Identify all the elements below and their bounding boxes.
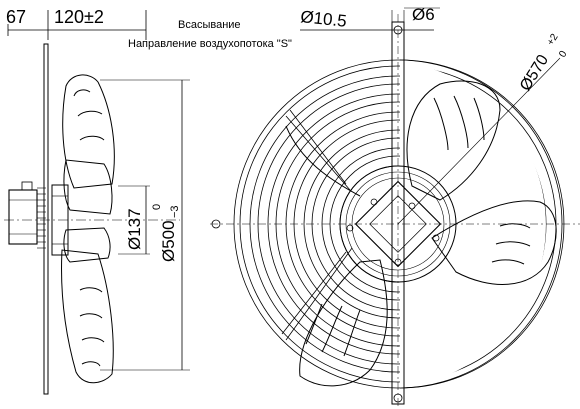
dim-67-label: 67 <box>6 7 26 27</box>
hub-bolt-1 <box>370 198 378 206</box>
motor-housing <box>8 189 38 245</box>
front-view: Ø10.5 Ø6 Ø570 +2 0 <box>210 5 580 409</box>
dim-570-leader <box>397 57 561 225</box>
hub-front-outer <box>339 165 457 283</box>
dim-570-tol-lower: 0 <box>557 49 570 60</box>
suction-note: Всасывание <box>178 19 241 31</box>
dim-570-tol-upper: +2 <box>545 32 561 48</box>
blades-side <box>61 74 115 384</box>
hub-bolt-5 <box>394 258 402 266</box>
hub-fins <box>345 171 451 277</box>
dim-500-tol-lower: −3 <box>169 205 181 218</box>
dim-120-label: 120±2 <box>54 7 104 27</box>
dim-hole-label: Ø10.5 <box>300 7 348 31</box>
dim-500-label: Ø500 <box>159 220 178 262</box>
guard-side <box>43 43 49 395</box>
side-view: 67 120±2 <box>4 7 190 395</box>
hub-bolt-4 <box>432 234 440 242</box>
hub-bolt-3 <box>346 224 354 232</box>
guard-spokes <box>281 109 353 341</box>
dim-137-label: Ø137 <box>125 208 144 250</box>
dim-570-label: Ø570 <box>517 52 552 94</box>
airflow-direction-note: Направление воздухопотока "S" <box>128 38 292 50</box>
mount-hole-bottom <box>393 393 403 403</box>
motor-fins <box>37 187 46 249</box>
hub-bolt-2 <box>408 202 416 210</box>
dim-500-tol-upper: 0 <box>151 204 163 210</box>
dim-mount-label: Ø6 <box>412 5 435 24</box>
terminal-box <box>21 181 33 191</box>
